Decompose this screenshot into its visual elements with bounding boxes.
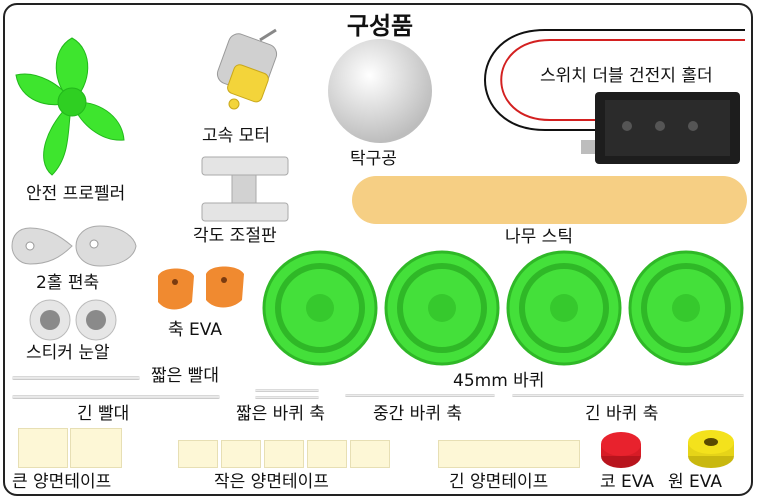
long-axle-label: 긴 바퀴 축 [585, 404, 659, 424]
page-title: 구성품 [346, 12, 414, 40]
components-frame [3, 3, 753, 496]
mid-axle-image [345, 394, 495, 397]
angle-plate-label: 각도 조절판 [193, 226, 277, 246]
ball-label: 탁구공 [350, 149, 397, 169]
long-straw-label: 긴 빨대 [77, 404, 130, 424]
long-tape-label: 긴 양면테이프 [449, 472, 549, 492]
big-tape-2 [70, 428, 122, 468]
short-straw-label: 짧은 빨대 [151, 366, 219, 386]
round-eva-label: 원 EVA [668, 472, 722, 492]
sticker-eyes-image [29, 299, 117, 341]
short-axle-label: 짧은 바퀴 축 [236, 404, 326, 424]
short-axle-image-2 [255, 396, 319, 399]
small-tape-2 [221, 440, 261, 468]
angle-plate-image [201, 156, 289, 222]
small-tape-4 [307, 440, 347, 468]
round-eva-image [688, 430, 734, 468]
wooden-stick-image [352, 176, 747, 224]
small-tape-3 [264, 440, 304, 468]
stick-label: 나무 스틱 [505, 227, 573, 247]
short-straw-image [12, 376, 140, 380]
nose-eva-label: 코 EVA [600, 472, 654, 492]
small-tape-1 [178, 440, 218, 468]
long-straw-image [12, 395, 220, 399]
cam-label: 2홀 편축 [36, 273, 100, 293]
mid-axle-label: 중간 바퀴 축 [373, 404, 463, 424]
motor-label: 고속 모터 [202, 126, 270, 146]
motor-image [216, 28, 278, 110]
eyes-label: 스티커 눈알 [26, 343, 110, 363]
short-axle-image [255, 389, 319, 392]
ball-image [328, 39, 432, 143]
axle-eva-image [158, 266, 244, 310]
big-tape-label: 큰 양면테이프 [12, 472, 112, 492]
wheel-label: 45mm 바퀴 [453, 371, 545, 391]
wheels-image [262, 246, 752, 368]
axle-eva-label: 축 EVA [168, 320, 222, 340]
battery-label: 스위치 더블 건전지 홀더 [540, 66, 713, 86]
small-tape-label: 작은 양면테이프 [214, 472, 329, 492]
propeller-label: 안전 프로펠러 [26, 184, 126, 204]
battery-holder-image [484, 29, 745, 164]
long-tape-image [438, 440, 580, 468]
long-axle-image [512, 394, 744, 397]
big-tape-1 [18, 428, 68, 468]
propeller-image [15, 37, 125, 176]
cam-image [11, 225, 137, 267]
nose-eva-image [601, 432, 641, 468]
small-tape-5 [350, 440, 390, 468]
